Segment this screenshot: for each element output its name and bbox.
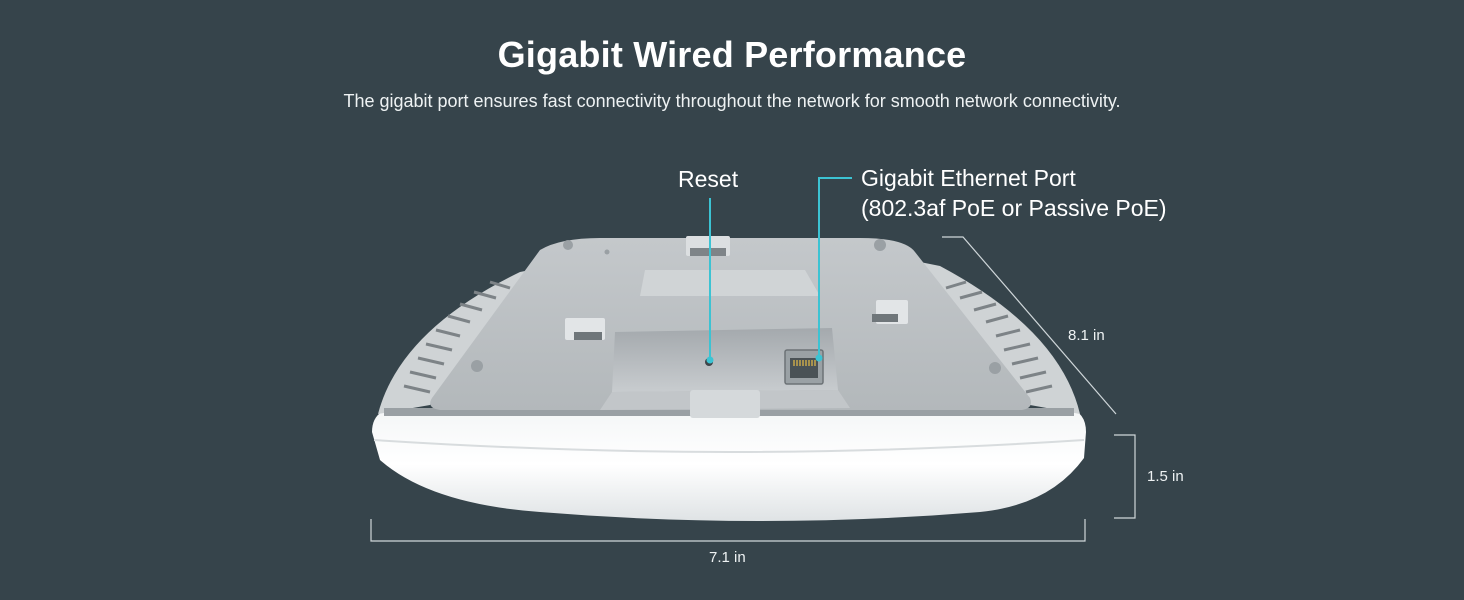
reset-callout-dot: [706, 356, 714, 364]
depth-dimension-label: 8.1 in: [1068, 327, 1105, 344]
dimension-lines: [370, 236, 1136, 542]
device-dome: [372, 408, 1086, 521]
page-subtitle: The gigabit port ensures fast connectivi…: [343, 91, 1121, 111]
reset-label: Reset: [678, 166, 739, 192]
height-dimension-label: 1.5 in: [1147, 468, 1184, 485]
gigabit-port-label: Gigabit Ethernet Port (802.3af PoE or Pa…: [861, 163, 1167, 223]
ethernet-jack-icon: [784, 349, 824, 385]
port-recess: [600, 328, 850, 418]
device-mounting-plate: [430, 236, 1031, 410]
width-dimension-label: 7.1 in: [709, 549, 746, 566]
gigabit-port-label-line1: Gigabit Ethernet Port: [861, 165, 1076, 191]
gigabit-port-label-line2: (802.3af PoE or Passive PoE): [861, 195, 1167, 221]
port-callout-line: [818, 177, 852, 355]
page-title: Gigabit Wired Performance: [497, 34, 967, 75]
port-callout-dot: [815, 354, 823, 362]
